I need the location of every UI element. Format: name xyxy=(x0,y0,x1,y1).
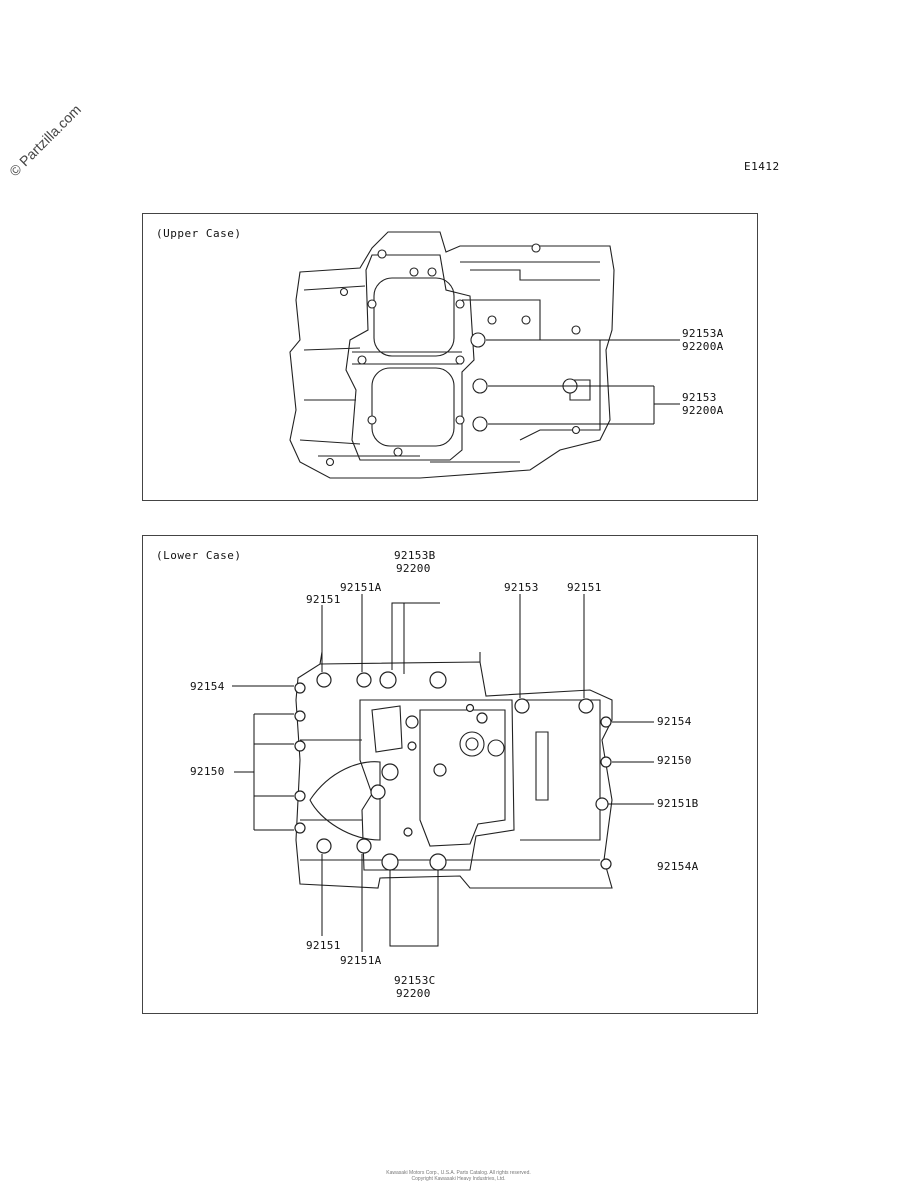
leader-92150-left xyxy=(234,713,294,831)
footer-line-2: Copyright Kawasaki Heavy Industries, Ltd… xyxy=(411,1176,506,1182)
lower-bolt-92151-topright xyxy=(578,698,594,714)
upper-bolt-92153A xyxy=(470,332,486,348)
label-92154-left: 92154 xyxy=(190,680,225,693)
lower-bolt-92151B xyxy=(595,797,609,811)
label-92151-top: 92151 xyxy=(306,593,341,606)
lower-bolt-92154A xyxy=(600,858,612,870)
label-92151-topright: 92151 xyxy=(567,581,602,594)
label-92200-bottom: 92200 xyxy=(396,987,431,1000)
label-92153C: 92153C xyxy=(394,974,436,987)
upper-case-outline xyxy=(289,231,615,479)
label-92153-top: 92153 xyxy=(504,581,539,594)
upper-label-92200A-2: 92200A xyxy=(682,404,724,417)
label-92154A: 92154A xyxy=(657,860,699,873)
lower-bolt-92150-right xyxy=(600,756,612,768)
upper-case-panel xyxy=(142,213,758,501)
label-92150-right: 92150 xyxy=(657,754,692,767)
leader-92153C xyxy=(389,870,439,947)
upper-bolt-92153-b xyxy=(472,416,488,432)
upper-bolt-92153-a xyxy=(472,378,488,394)
label-92151B: 92151B xyxy=(657,797,699,810)
lower-case-panel xyxy=(142,535,758,1014)
lower-bolt-92153C-a xyxy=(381,853,399,871)
lower-bolt-92153B-b xyxy=(429,671,447,689)
label-92200-top: 92200 xyxy=(396,562,431,575)
lower-bolt-92153B-a xyxy=(379,671,397,689)
upper-label-92200A-1: 92200A xyxy=(682,340,724,353)
lower-case-outline xyxy=(295,661,613,889)
lower-bolt-92154-right xyxy=(600,716,612,728)
lower-bolt-92153-top xyxy=(514,698,530,714)
upper-label-92153: 92153 xyxy=(682,391,717,404)
upper-bore-front xyxy=(373,277,455,357)
upper-label-92153A: 92153A xyxy=(682,327,724,340)
upper-gasket xyxy=(345,254,475,461)
upper-case-title: (Upper Case) xyxy=(156,227,242,240)
upper-leader-92153 xyxy=(488,385,680,425)
lower-case-title: (Lower Case) xyxy=(156,549,242,562)
upper-bore-rear xyxy=(371,367,455,447)
lower-bolt-92151-bottom xyxy=(316,838,332,854)
label-92153B: 92153B xyxy=(394,549,436,562)
label-92154-right: 92154 xyxy=(657,715,692,728)
lower-bolt-92153C-b xyxy=(429,853,447,871)
lower-bolt-92154-left xyxy=(294,682,306,694)
lower-bolt-92151A-bottom xyxy=(356,838,372,854)
lower-sump xyxy=(359,699,515,871)
leader-92153B xyxy=(391,602,440,674)
lower-bolt-92151A-top xyxy=(356,672,372,688)
label-92151-bottom: 92151 xyxy=(306,939,341,952)
footer-line-1: Kawasaki Motors Corp., U.S.A. Parts Cata… xyxy=(386,1170,531,1176)
label-92151A-bottom: 92151A xyxy=(340,954,382,967)
label-92151A-top: 92151A xyxy=(340,581,382,594)
label-92150-left: 92150 xyxy=(190,765,225,778)
lower-bolt-92151-top xyxy=(316,672,332,688)
figure-id: E1412 xyxy=(744,160,780,173)
